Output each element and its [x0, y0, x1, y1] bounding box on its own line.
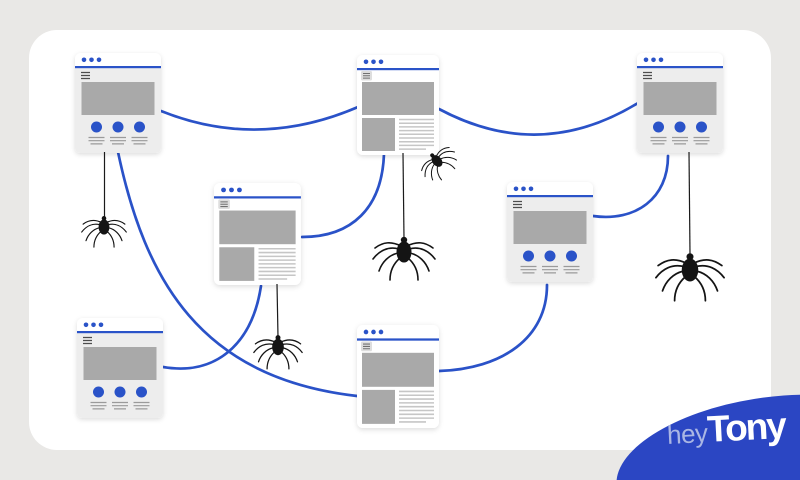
browser-window-top-right — [636, 52, 724, 154]
silk-thread — [402, 152, 405, 240]
card-background — [29, 30, 771, 450]
silk-thread — [276, 283, 279, 338]
web-connections — [116, 101, 670, 398]
browser-window-top-center — [356, 54, 440, 156]
browser-window-middle-right — [506, 181, 594, 283]
connection-thread — [591, 154, 670, 219]
silk-thread — [688, 151, 691, 255]
logo-tony: Tony — [706, 404, 786, 450]
connection-thread — [161, 284, 263, 370]
connection-thread — [159, 105, 360, 131]
spider-silk-threads — [103, 151, 691, 338]
browser-window-bottom-left — [76, 317, 164, 419]
browser-window-middle-left — [213, 182, 302, 286]
browser-window-top-left — [74, 52, 162, 154]
connection-thread — [437, 283, 549, 373]
connection-thread — [300, 152, 386, 239]
logo-ellipse — [616, 394, 800, 480]
browser-window-bottom-center — [356, 324, 440, 429]
connection-thread — [437, 101, 640, 136]
logo-hey: hey — [666, 417, 709, 451]
connection-thread — [116, 150, 359, 398]
